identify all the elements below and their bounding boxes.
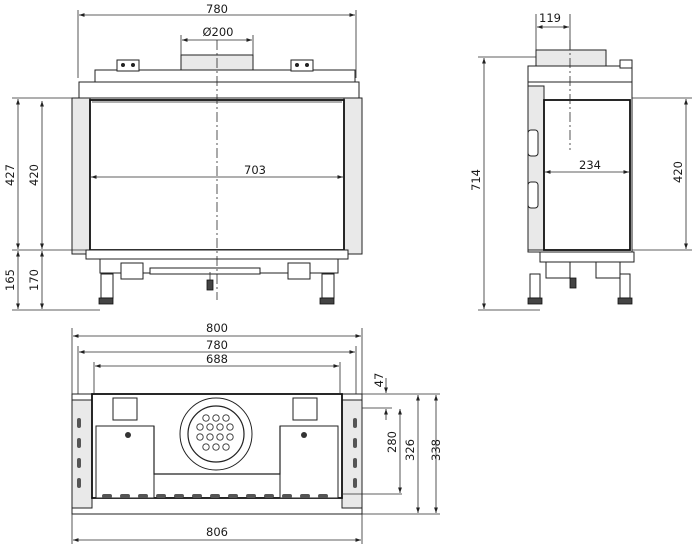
side-foot-left — [527, 297, 543, 305]
side-body — [527, 81, 633, 253]
flue-holes — [196, 414, 234, 451]
dim-label-top-width-mid: 780 — [206, 338, 228, 352]
dim-label-side-glass-height: 420 — [671, 161, 685, 183]
dim-label-top-depth-front: 47 — [372, 373, 386, 388]
dim-label-base-outer: 165 — [3, 269, 17, 291]
side-foot-right — [617, 297, 633, 305]
side-view — [527, 40, 635, 305]
top-plate — [94, 69, 356, 83]
front-dimensions: 780 Ø200 703 427 420 165 170 — [3, 2, 357, 311]
side-panel-left — [71, 97, 91, 255]
recess-right — [279, 425, 339, 499]
dim-label-flue-offset: 119 — [539, 11, 561, 25]
side-flue-collar — [535, 49, 607, 69]
front-view — [71, 40, 363, 305]
vent-slots — [102, 494, 328, 498]
side-base — [539, 251, 635, 263]
top-bracket-left — [112, 397, 138, 421]
dim-label-top-depth-inner: 280 — [385, 431, 399, 453]
dim-label-front-glass-height: 420 — [27, 164, 41, 186]
leg-front-right — [287, 262, 335, 305]
dim-label-front-width: 780 — [206, 2, 228, 16]
dim-label-base-inner: 170 — [27, 269, 41, 291]
side-panel-right — [343, 97, 363, 255]
dim-label-top-depth-total: 338 — [429, 439, 443, 461]
dim-label-front-height-outer: 427 — [3, 164, 17, 186]
dim-label-total-height: 714 — [469, 169, 483, 191]
recess-left — [95, 425, 155, 499]
side-glass — [543, 99, 631, 251]
dim-label-top-width-bottom: 806 — [206, 525, 228, 539]
leg-front-left — [98, 262, 144, 305]
dim-label-top-depth-mid: 326 — [403, 439, 417, 461]
top-bracket-right — [292, 397, 318, 421]
side-top-frame — [527, 65, 633, 83]
top-flue-inner — [187, 405, 245, 463]
upper-frame — [78, 81, 360, 99]
dim-label-flue-diameter: Ø200 — [202, 25, 233, 39]
dim-label-side-depth: 234 — [579, 158, 601, 172]
dim-label-top-width-inner: 688 — [206, 352, 228, 366]
dim-label-top-width-outer: 800 — [206, 321, 228, 335]
dim-label-glass-width: 703 — [244, 163, 266, 177]
top-flue-outer — [179, 397, 253, 471]
side-dimensions: 119 714 234 420 — [469, 11, 692, 311]
top-dimensions: 800 780 688 47 280 326 338 806 — [71, 321, 443, 544]
lifting-bracket-right — [290, 59, 314, 72]
top-view — [71, 393, 363, 515]
lifting-bracket-left — [116, 59, 140, 72]
